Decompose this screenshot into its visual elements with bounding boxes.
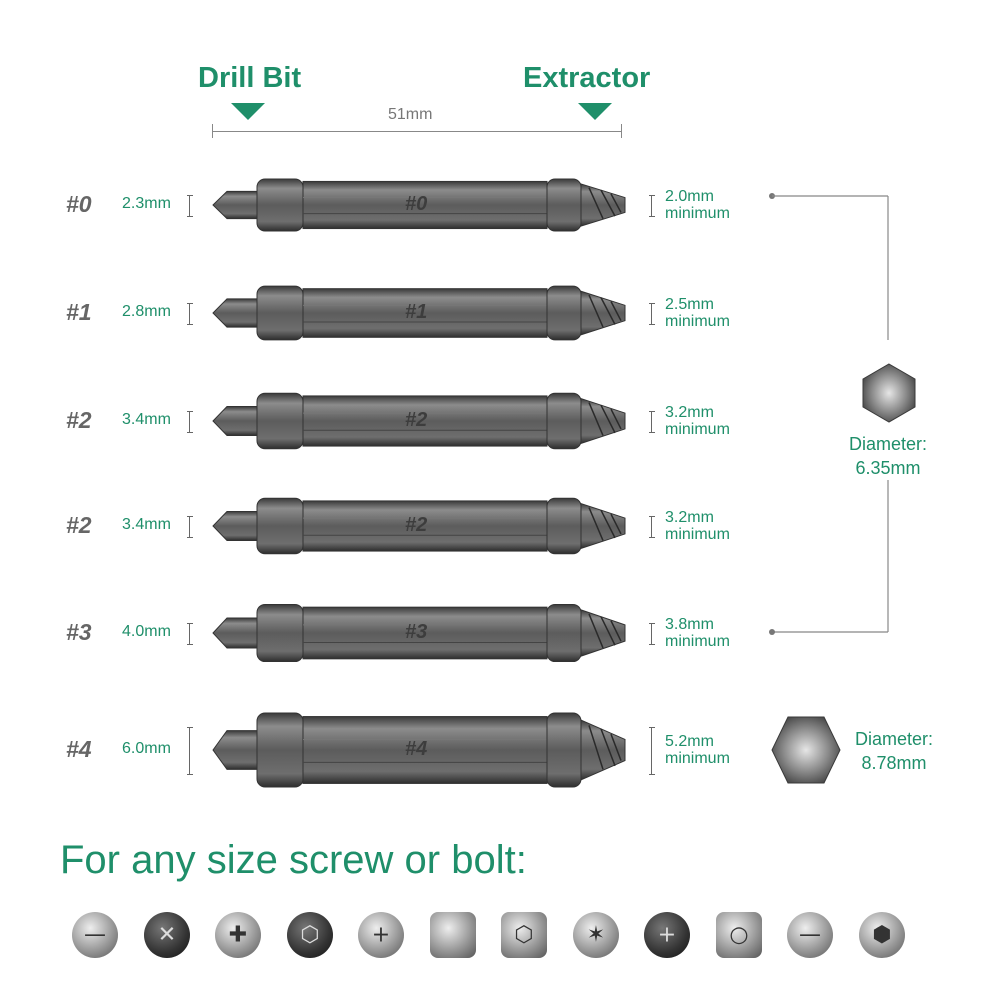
diameter-small-label: Diameter: 6.35mm [828, 432, 948, 480]
drill-size-bracket [187, 303, 193, 325]
extractor-size-bracket [649, 303, 655, 325]
drill-size-bracket [187, 516, 193, 538]
group-bracket [769, 193, 889, 635]
nut-icon: ○ [716, 912, 762, 958]
hex-shank-large-icon [771, 716, 841, 784]
extractor-size-note: minimum [665, 205, 730, 222]
bit-number-label: #4 [66, 736, 92, 762]
dimension-right-tick [621, 124, 622, 138]
extractor-size-value: 5.2mm [665, 733, 714, 750]
drill-bit-extractor-image [212, 712, 626, 788]
extractor-size-value: 3.2mm [665, 404, 714, 421]
bit-number-label: #2 [66, 512, 92, 538]
diameter-small-title: Diameter: [848, 434, 928, 454]
extractor-size-bracket [649, 516, 655, 538]
extractor-size-bracket [649, 623, 655, 645]
screw-drive-mark: ✚ [228, 922, 248, 948]
screw-drive-mark: ⬢ [872, 922, 892, 948]
bit-number-label: #1 [66, 299, 92, 325]
screw-drive-mark: ✶ [586, 922, 606, 948]
drill-size-bracket [187, 623, 193, 645]
drill-bit-header: Drill Bit [198, 62, 302, 94]
engraved-bit-number: #3 [405, 621, 428, 643]
black-phillips-head-icon: + [644, 912, 690, 958]
extractor-size-note: minimum [665, 750, 730, 767]
diameter-small-value: 6.35mm [855, 458, 921, 478]
engraved-bit-number: #2 [405, 409, 428, 431]
drill-size-label: 2.8mm [122, 303, 171, 320]
slotted-round-head-icon: — [787, 912, 833, 958]
extractor-size-value: 3.8mm [665, 616, 714, 633]
hex-socket-head-icon: ⬡ [287, 912, 333, 958]
slotted-head-icon: — [72, 912, 118, 958]
hex-shank-small-icon [862, 363, 916, 423]
drill-bit-extractor-image [212, 497, 626, 555]
engraved-bit-number: #1 [405, 301, 428, 323]
engraved-bit-number: #0 [405, 193, 428, 215]
screw-drive-mark: ⬡ [300, 922, 320, 948]
extractor-size-note: minimum [665, 421, 730, 438]
bit-number-label: #2 [66, 407, 92, 433]
hex-nut-head-icon: ⬡ [501, 912, 547, 958]
bit-number-label: #3 [66, 619, 92, 645]
extractor-header: Extractor [523, 62, 651, 94]
diameter-large-value: 8.78mm [861, 753, 927, 773]
combo-head-icon: ✚ [215, 912, 261, 958]
drill-size-bracket [187, 195, 193, 217]
drill-size-bracket [187, 411, 193, 433]
extractor-size-value: 2.5mm [665, 296, 714, 313]
engraved-bit-number: #2 [405, 514, 428, 536]
extractor-size-bracket [649, 727, 655, 775]
extractor-size-bracket [649, 411, 655, 433]
diameter-large-label: Diameter: 8.78mm [838, 727, 950, 775]
drill-bit-extractor-image [212, 603, 626, 663]
screw-drive-mark: ⬡ [514, 922, 534, 948]
length-label: 51mm [388, 106, 433, 123]
dimension-line [212, 131, 622, 132]
extractor-size-note: minimum [665, 633, 730, 650]
extractor-size-value: 3.2mm [665, 509, 714, 526]
screw-drive-mark: ○ [729, 922, 749, 948]
tagline: For any size screw or bolt: [60, 838, 527, 882]
phillips-head-icon: ✕ [144, 912, 190, 958]
torx-head-icon: ✶ [573, 912, 619, 958]
phillips-round-head-icon: + [358, 912, 404, 958]
flanged-hex-head-icon: ⬢ [859, 912, 905, 958]
extractor-arrow-icon [578, 103, 612, 120]
drill-bit-arrow-icon [231, 103, 265, 120]
extractor-size-note: minimum [665, 313, 730, 330]
screw-drive-mark: — [84, 922, 106, 948]
drill-size-label: 6.0mm [122, 740, 171, 757]
screw-drive-mark: — [799, 922, 821, 948]
screw-drive-mark: ✕ [157, 922, 177, 948]
drill-bit-extractor-image [212, 285, 626, 341]
extractor-size-note: minimum [665, 526, 730, 543]
extractor-size-value: 2.0mm [665, 188, 714, 205]
drill-size-bracket [187, 727, 193, 775]
drill-bit-extractor-image [212, 392, 626, 450]
drill-size-label: 3.4mm [122, 516, 171, 533]
screw-drive-mark: + [657, 922, 677, 948]
drill-size-label: 2.3mm [122, 195, 171, 212]
bit-number-label: #0 [66, 191, 92, 217]
extractor-size-bracket [649, 195, 655, 217]
diameter-large-title: Diameter: [854, 729, 934, 749]
screw-drive-mark: + [371, 922, 391, 948]
engraved-bit-number: #4 [405, 738, 428, 760]
drill-size-label: 4.0mm [122, 623, 171, 640]
drill-size-label: 3.4mm [122, 411, 171, 428]
drill-bit-extractor-image [212, 178, 626, 232]
hex-cap-head-icon [430, 912, 476, 958]
